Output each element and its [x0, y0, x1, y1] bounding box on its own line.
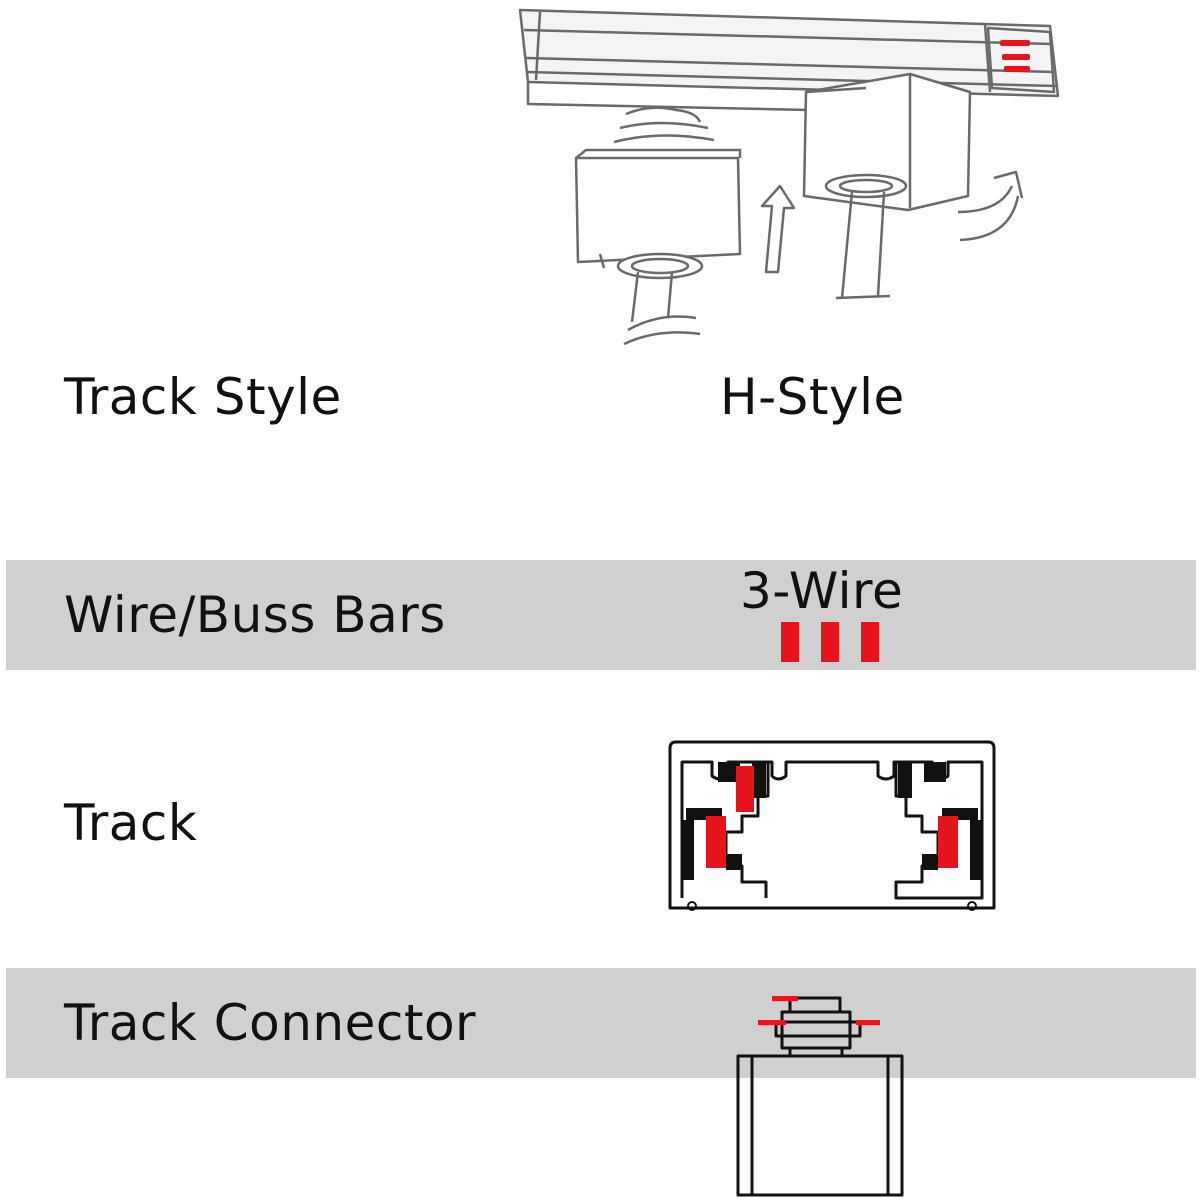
track-label: Track	[64, 794, 198, 852]
track-style-label: Track Style	[64, 368, 342, 426]
track-connector-diagram	[736, 996, 904, 1197]
bus-bar	[861, 622, 879, 662]
wire-buss-bars-label: Wire/Buss Bars	[64, 586, 446, 644]
bus-bar	[781, 622, 799, 662]
h-style-installation-illustration	[518, 8, 1060, 346]
wire-buss-bars-value: 3-Wire	[740, 562, 904, 620]
bus-bar	[821, 622, 839, 662]
row-band-wire-buss-bars	[6, 560, 1196, 670]
track-style-value: H-Style	[720, 368, 905, 426]
row-band-track-connector	[6, 968, 1196, 1078]
track-connector-label: Track Connector	[64, 994, 477, 1052]
track-cross-section-diagram	[668, 740, 996, 911]
